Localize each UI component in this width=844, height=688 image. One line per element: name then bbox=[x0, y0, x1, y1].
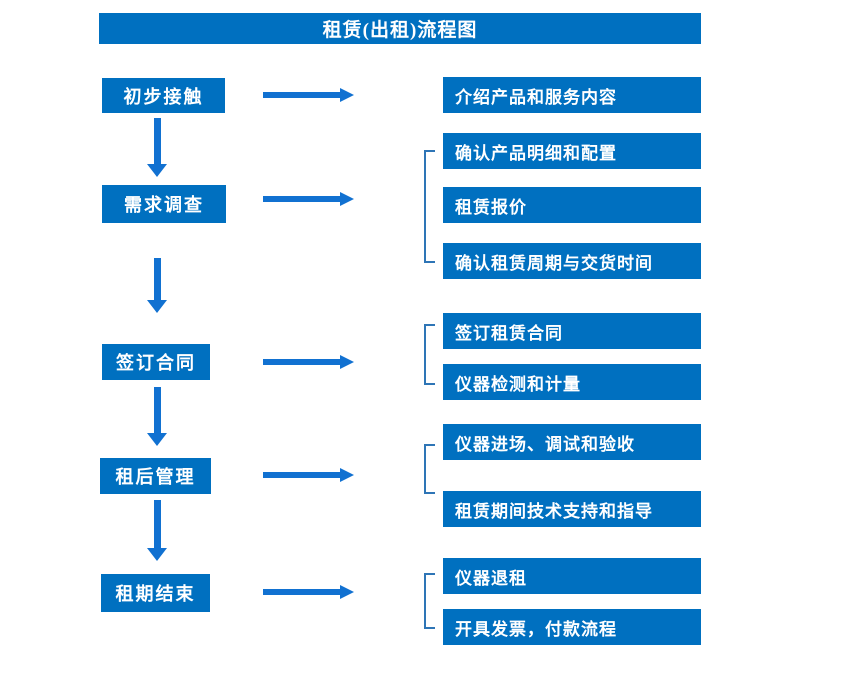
group-bracket-5 bbox=[424, 573, 435, 629]
detail-box-tech-support: 租赁期间技术支持和指导 bbox=[443, 491, 701, 527]
right-arrow-head bbox=[340, 88, 354, 102]
detail-box-confirm-period-delivery: 确认租赁周期与交货时间 bbox=[443, 243, 701, 279]
detail-box-instrument-entry-acceptance: 仪器进场、调试和验收 bbox=[443, 424, 701, 460]
down-arrow-head bbox=[147, 433, 167, 446]
right-arrow-head bbox=[340, 585, 354, 599]
down-arrow-shaft bbox=[154, 500, 161, 548]
right-arrow-shaft bbox=[263, 359, 340, 365]
detail-box-invoice-payment: 开具发票，付款流程 bbox=[443, 609, 701, 645]
down-arrow-shaft bbox=[154, 258, 161, 300]
down-arrow-head bbox=[147, 548, 167, 561]
step-box-rental-end: 租期结束 bbox=[101, 574, 210, 612]
down-arrow-shaft bbox=[154, 118, 161, 164]
step-box-post-rental-management: 租后管理 bbox=[100, 458, 211, 494]
flowchart-title: 租赁(出租)流程图 bbox=[99, 13, 701, 44]
detail-box-introduce-products: 介绍产品和服务内容 bbox=[443, 77, 701, 113]
right-arrow-head bbox=[340, 192, 354, 206]
down-arrow-head bbox=[147, 300, 167, 313]
right-arrow-shaft bbox=[263, 196, 340, 202]
step-box-initial-contact: 初步接触 bbox=[102, 78, 225, 113]
detail-box-confirm-config: 确认产品明细和配置 bbox=[443, 133, 701, 169]
down-arrow-head bbox=[147, 164, 167, 177]
detail-box-instrument-return: 仪器退租 bbox=[443, 558, 701, 594]
right-arrow-shaft bbox=[263, 92, 340, 98]
step-box-demand-survey: 需求调查 bbox=[102, 185, 226, 223]
detail-box-sign-rental-contract: 签订租赁合同 bbox=[443, 313, 701, 349]
right-arrow-head bbox=[340, 468, 354, 482]
detail-box-instrument-testing: 仪器检测和计量 bbox=[443, 364, 701, 400]
step-box-sign-contract: 签订合同 bbox=[102, 344, 210, 380]
group-bracket-2 bbox=[424, 150, 435, 263]
right-arrow-shaft bbox=[263, 472, 340, 478]
down-arrow-shaft bbox=[154, 387, 161, 433]
right-arrow-head bbox=[340, 355, 354, 369]
right-arrow-shaft bbox=[263, 589, 340, 595]
group-bracket-3 bbox=[424, 324, 435, 385]
detail-box-rental-quote: 租赁报价 bbox=[443, 187, 701, 223]
group-bracket-4 bbox=[424, 444, 435, 494]
